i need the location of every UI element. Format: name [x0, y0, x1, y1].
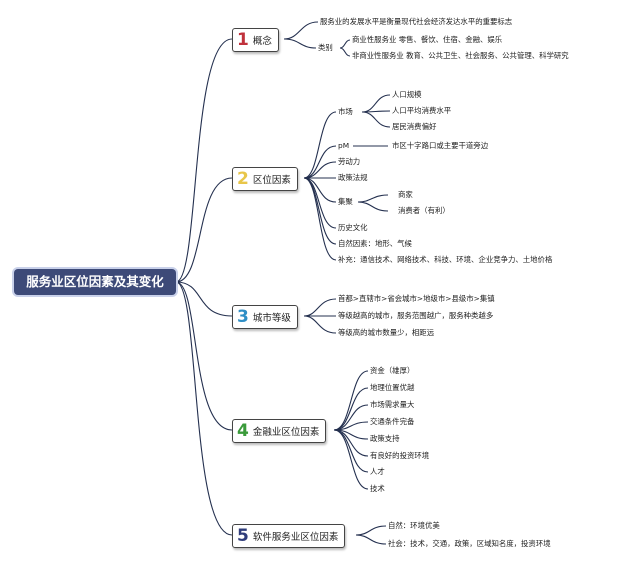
leaf-population: 人口规模	[392, 90, 422, 99]
topic-city-level: 3 城市等级	[232, 305, 298, 329]
topic-label: 城市等级	[252, 313, 291, 324]
topic-location-factors: 2 区位因素	[232, 167, 298, 191]
topic-number: 2	[237, 169, 249, 189]
leaf-market: 市场	[338, 107, 353, 116]
leaf-category: 类别	[318, 43, 333, 52]
leaf-noncommercial: 非商业性服务业 教育、公共卫生、社会服务、公共管理、科学研究	[352, 51, 569, 60]
topic-number: 4	[237, 421, 249, 441]
leaf-finance-item: 资金（雄厚）	[370, 366, 415, 375]
leaf-city-count: 等级高的城市数量少，相距远	[338, 328, 435, 337]
topic-label: 区位因素	[252, 175, 291, 186]
leaf-merchants: 商家	[398, 190, 413, 199]
root-topic: 服务业区位因素及其变化	[14, 269, 176, 295]
leaf-commercial: 商业性服务业 零售、餐饮、住宿、金融、娱乐	[352, 35, 503, 44]
leaf-history: 历史文化	[338, 223, 368, 232]
topic-number: 1	[237, 30, 249, 50]
leaf-consumption: 人口平均消费水平	[392, 106, 452, 115]
leaf-definition: 服务业的发展水平是衡量现代社会经济发达水平的重要标志	[320, 17, 513, 26]
leaf-finance-item: 技术	[370, 484, 385, 493]
topic-concept: 1 概念	[232, 28, 279, 52]
topic-number: 3	[237, 307, 249, 327]
leaf-service-range: 等级越高的城市，服务范围越广，服务种类越多	[338, 311, 494, 320]
leaf-pm-location: 市区十字路口或主要干道旁边	[392, 141, 489, 150]
topic-number: 5	[237, 526, 249, 546]
leaf-finance-item: 市场需求量大	[370, 400, 415, 409]
leaf-finance-item: 人才	[370, 467, 385, 476]
leaf-preference: 居民消费偏好	[392, 122, 437, 131]
leaf-supplement: 补充：通信技术、网络技术、科技、环境、企业竞争力、土地价格	[338, 255, 553, 264]
topic-label: 概念	[252, 36, 272, 47]
leaf-policy: 政策法规	[338, 173, 368, 182]
topic-software-factors: 5 软件服务业区位因素	[232, 524, 346, 548]
leaf-pm: pM	[338, 141, 350, 150]
leaf-finance-item: 政策支持	[370, 434, 400, 443]
leaf-finance-item: 有良好的投资环境	[370, 451, 430, 460]
leaf-finance-item: 交通条件完备	[370, 417, 415, 426]
leaf-finance-item: 地理位置优越	[370, 383, 415, 392]
leaf-city-hierarchy: 首都>直辖市>省会城市>地级市>县级市>集镇	[338, 294, 495, 303]
leaf-labor: 劳动力	[338, 157, 361, 166]
leaf-cluster: 集聚	[338, 197, 353, 206]
topic-label: 金融业区位因素	[252, 427, 320, 438]
topic-finance-factors: 4 金融业区位因素	[232, 419, 327, 443]
leaf-nature: 自然因素：地形、气候	[338, 239, 412, 248]
topic-label: 软件服务业区位因素	[252, 532, 339, 543]
leaf-software-nature: 自然：环境优美	[388, 521, 440, 530]
leaf-software-social: 社会：技术，交通，政策，区域知名度，投资环境	[388, 539, 551, 548]
leaf-consumers: 消费者（有利）	[398, 206, 450, 215]
